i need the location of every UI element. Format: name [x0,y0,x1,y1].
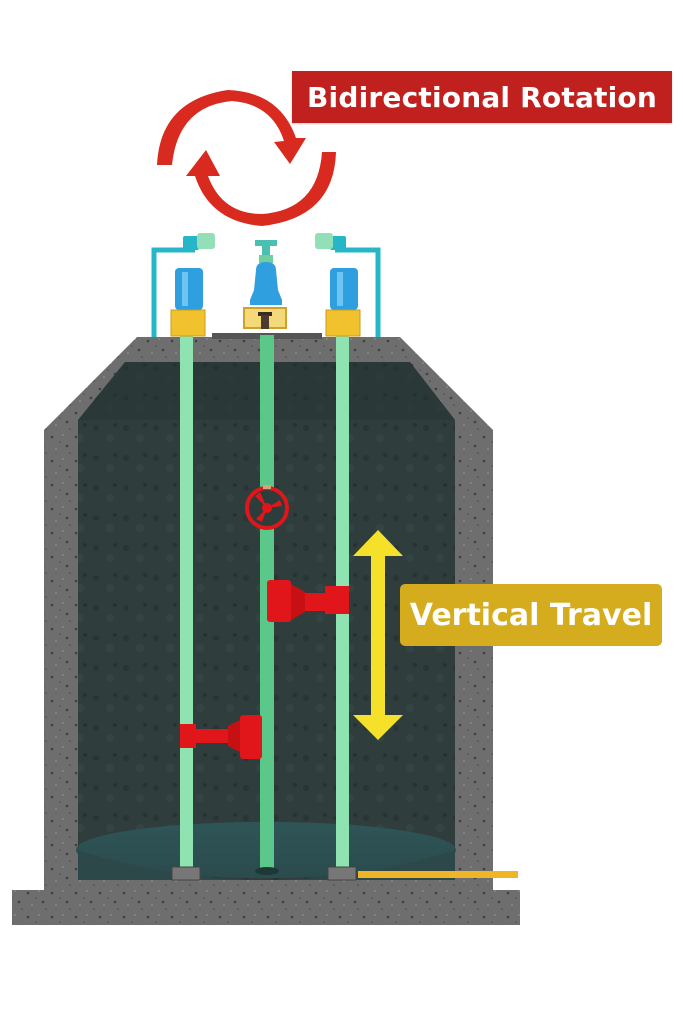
left-guide-pipe [180,335,193,870]
center-actuator [243,240,287,329]
upper-gate-valve [267,580,349,622]
vertical-travel-label: Vertical Travel [400,584,662,646]
left-pipe-shoe [171,866,201,881]
bidirectional-rotation-arrows-icon [157,90,336,226]
butterfly-valve [245,485,289,530]
right-actuator [325,268,361,337]
vertical-travel-arrow-icon [353,530,403,740]
outlet-pipe [358,871,518,878]
conduits [151,247,381,337]
left-actuator [170,268,206,337]
rotation-label: Bidirectional Rotation [292,71,672,123]
lower-gate-valve [180,715,262,759]
right-pipe-shoe [327,866,357,881]
